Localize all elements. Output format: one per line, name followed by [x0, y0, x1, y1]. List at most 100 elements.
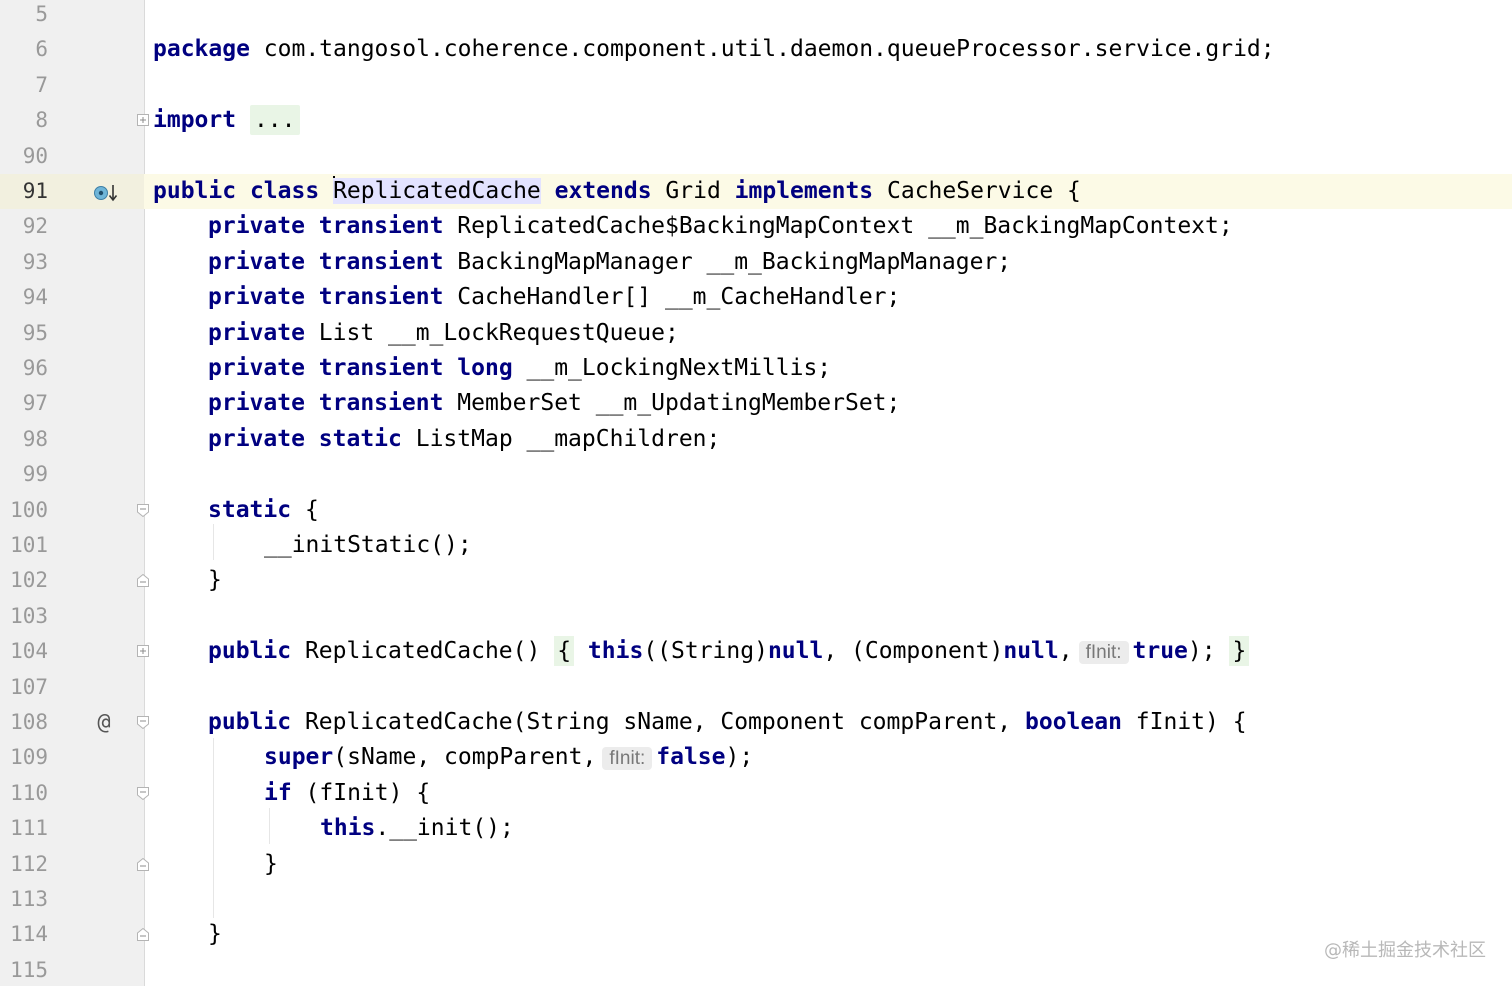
fold-expand-icon[interactable]: [137, 645, 149, 658]
code-text[interactable]: private transient CacheHandler[] __m_Cac…: [208, 280, 900, 315]
code-text[interactable]: }: [208, 563, 222, 598]
code-text[interactable]: if (fInit) {: [264, 776, 430, 811]
code-token: [319, 178, 333, 204]
code-text[interactable]: private transient long __m_LockingNextMi…: [208, 351, 831, 386]
code-token: [305, 284, 319, 310]
code-line[interactable]: 111 this.__init();: [0, 811, 1512, 846]
code-token: [305, 426, 319, 452]
code-line[interactable]: 90: [0, 139, 1512, 174]
fold-end-icon[interactable]: [137, 857, 149, 871]
code-text[interactable]: __initStatic();: [264, 528, 472, 563]
code-line[interactable]: 100 static {: [0, 493, 1512, 528]
code-line[interactable]: 7: [0, 68, 1512, 103]
folded-brace-open[interactable]: {: [554, 636, 575, 667]
line-number: 114: [10, 922, 48, 947]
line-number: 94: [22, 285, 48, 310]
line-number: 104: [10, 639, 48, 664]
code-line[interactable]: 114 }: [0, 917, 1512, 952]
line-number: 112: [10, 851, 48, 876]
line-number: 96: [22, 356, 48, 380]
code-token: [305, 213, 319, 239]
code-text[interactable]: private static ListMap __mapChildren;: [208, 422, 720, 457]
code-line[interactable]: 97 private transient MemberSet __m_Updat…: [0, 386, 1512, 421]
code-line[interactable]: 115: [0, 953, 1512, 986]
code-line[interactable]: 104 public ReplicatedCache() { this((Str…: [0, 634, 1512, 669]
code-text[interactable]: import ...: [153, 103, 300, 138]
code-text[interactable]: private List __m_LockRequestQueue;: [208, 316, 679, 351]
code-line[interactable]: 113: [0, 882, 1512, 917]
line-number: 95: [22, 320, 48, 345]
code-line[interactable]: 95 private List __m_LockRequestQueue;: [0, 316, 1512, 351]
code-text[interactable]: package com.tangosol.coherence.component…: [153, 32, 1275, 67]
keyword: if: [264, 779, 292, 806]
code-token: [574, 638, 588, 664]
code-line[interactable]: 109 super(sName, compParent,fInit:false)…: [0, 740, 1512, 775]
keyword: implements: [734, 178, 874, 204]
code-line[interactable]: 94 private transient CacheHandler[] __m_…: [0, 280, 1512, 315]
code-line[interactable]: 8 import ...: [0, 103, 1512, 138]
folded-brace-close[interactable]: }: [1229, 636, 1250, 667]
line-number: 110: [10, 780, 48, 805]
code-line[interactable]: 110 if (fInit) {: [0, 776, 1512, 811]
code-text[interactable]: this.__init();: [320, 811, 514, 846]
keyword: this: [587, 638, 644, 665]
keyword: private: [208, 319, 305, 346]
fold-collapse-icon[interactable]: [137, 786, 149, 800]
class-name-highlight[interactable]: ReplicatedCache: [333, 178, 541, 204]
code-line[interactable]: 5: [0, 0, 1512, 32]
line-number: 92: [22, 214, 48, 239]
code-text[interactable]: super(sName, compParent,fInit:false);: [264, 740, 753, 775]
code-text[interactable]: public class ReplicatedCache extends Gri…: [153, 174, 1081, 209]
code-line[interactable]: 92 private transient ReplicatedCache$Bac…: [0, 209, 1512, 244]
keyword: transient: [318, 355, 444, 381]
code-line[interactable]: 112 }: [0, 847, 1512, 882]
keyword: private: [208, 213, 305, 240]
code-text[interactable]: static {: [208, 493, 319, 528]
code-line[interactable]: 101 __initStatic();: [0, 528, 1512, 563]
line-number: 99: [22, 462, 48, 487]
code-line[interactable]: 99: [0, 457, 1512, 492]
code-text[interactable]: private transient BackingMapManager __m_…: [208, 245, 1011, 280]
indent-guide: [213, 738, 214, 918]
code-text[interactable]: public ReplicatedCache() { this((String)…: [208, 634, 1250, 669]
editor-gutter[interactable]: [0, 0, 145, 986]
code-line[interactable]: 107: [0, 670, 1512, 705]
code-line[interactable]: 93 private transient BackingMapManager _…: [0, 245, 1512, 280]
code-text[interactable]: private transient ReplicatedCache$Backin…: [208, 209, 1233, 244]
keyword: boolean: [1025, 709, 1122, 735]
code-line[interactable]: 98 private static ListMap __mapChildren;: [0, 422, 1512, 457]
fold-collapse-icon[interactable]: [137, 716, 149, 729]
code-line[interactable]: 96 private transient long __m_LockingNex…: [0, 351, 1512, 386]
folded-imports-placeholder[interactable]: ...: [249, 105, 300, 136]
keyword: transient: [318, 248, 444, 275]
code-token: }: [264, 850, 278, 877]
code-line[interactable]: 103: [0, 599, 1512, 634]
line-number: 115: [10, 957, 48, 982]
code-text[interactable]: }: [264, 847, 278, 882]
code-text[interactable]: }: [208, 917, 222, 952]
line-number: 103: [10, 603, 48, 628]
line-number: 102: [10, 568, 48, 593]
code-token: ((String): [643, 638, 768, 665]
code-text[interactable]: private transient MemberSet __m_Updating…: [208, 386, 900, 421]
fold-end-icon[interactable]: [137, 928, 149, 942]
annotation-at-icon[interactable]: @: [97, 710, 111, 735]
fold-expand-icon[interactable]: [137, 114, 149, 127]
fold-collapse-icon[interactable]: [137, 503, 149, 517]
line-number: 111: [10, 816, 48, 841]
fold-end-icon[interactable]: [137, 574, 149, 588]
line-number: 97: [22, 391, 48, 416]
code-line[interactable]: 108 @ public ReplicatedCache(String sNam…: [0, 705, 1512, 740]
code-token: , (Component): [823, 638, 1004, 665]
code-line[interactable]: 102 }: [0, 563, 1512, 598]
line-number: 91: [22, 179, 48, 203]
line-number: 107: [10, 674, 48, 699]
code-token: (fInit) {: [291, 779, 431, 806]
line-number: 5: [35, 2, 48, 26]
keyword: null: [767, 638, 824, 665]
code-text[interactable]: public ReplicatedCache(String sName, Com…: [208, 705, 1247, 740]
current-code-line[interactable]: 91 public class ReplicatedCache extends …: [0, 174, 1512, 210]
implemented-method-icon[interactable]: [90, 174, 122, 209]
code-line[interactable]: 6 package com.tangosol.coherence.compone…: [0, 32, 1512, 67]
